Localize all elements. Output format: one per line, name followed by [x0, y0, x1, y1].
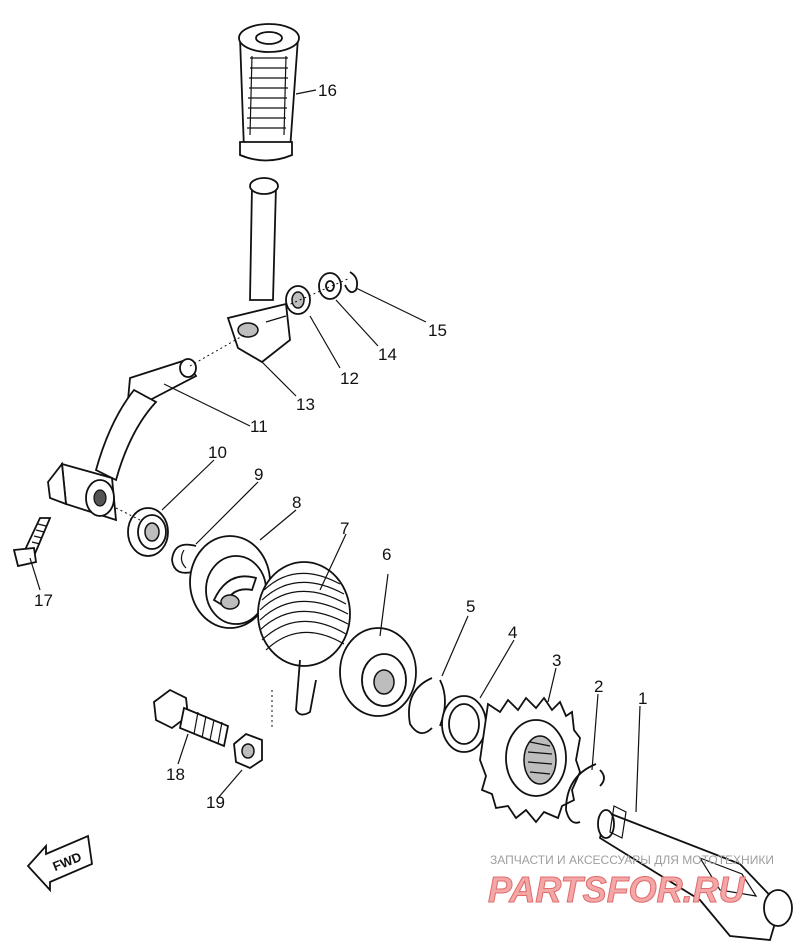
- part-1-kick-axle: [597, 805, 793, 941]
- part-8-spring-guide: [189, 535, 271, 629]
- callout-4: 4: [508, 623, 517, 642]
- part-13-kick-lever: [226, 177, 291, 364]
- part-17-pinch-bolt: [12, 517, 52, 568]
- part-18-bolt: [153, 688, 230, 748]
- callout-6: 6: [382, 545, 391, 564]
- callout-11: 11: [250, 417, 268, 436]
- callout-16: 16: [318, 81, 337, 100]
- forward-direction-arrow: FWD: [26, 834, 93, 893]
- callout-1: 1: [638, 689, 647, 708]
- callout-5: 5: [466, 597, 475, 616]
- callout-12: 12: [340, 369, 359, 388]
- part-2-clip: [565, 763, 605, 824]
- part-9-circlip: [171, 543, 197, 574]
- part-15-circlip: [344, 271, 359, 294]
- part-11-kick-crank: [47, 358, 198, 522]
- part-14-plain-washer: [318, 272, 342, 300]
- part-10-oil-seal: [127, 507, 169, 557]
- callout-3: 3: [552, 651, 561, 670]
- callout-9: 9: [254, 465, 263, 484]
- part-6-spring-guide: [339, 627, 417, 717]
- watermark: ЗАПЧАСТИ И АКСЕССУАРЫ ДЛЯ МОТОТЕХНИКИ PA…: [488, 853, 774, 911]
- callout-2: 2: [594, 677, 603, 696]
- callout-14: 14: [378, 345, 397, 364]
- callout-8: 8: [292, 493, 301, 512]
- watermark-brand: PARTSFOR.RU: [488, 869, 746, 910]
- part-3-kick-gear: [479, 696, 581, 824]
- callout-numbers: 1 2 3 4 5 6 7 8 9 10 11 12 13 14 15 16 1…: [34, 81, 647, 812]
- callout-19: 19: [206, 793, 225, 812]
- assembly-centre-lines: [115, 277, 351, 521]
- callout-10: 10: [208, 443, 227, 462]
- part-4-washer: [441, 695, 487, 753]
- part-7-torsion-spring: [257, 561, 351, 730]
- callout-15: 15: [428, 321, 447, 340]
- callout-7: 7: [340, 519, 349, 538]
- callout-17: 17: [34, 591, 53, 610]
- part-16-kick-grip: [238, 23, 300, 162]
- callout-18: 18: [166, 765, 185, 784]
- callout-leaders: [29, 89, 641, 813]
- callout-13: 13: [296, 395, 315, 414]
- part-12-pivot-bushing: [285, 285, 311, 315]
- part-19-nut: [233, 732, 263, 770]
- watermark-caption: ЗАПЧАСТИ И АКСЕССУАРЫ ДЛЯ МОТОТЕХНИКИ: [490, 853, 774, 867]
